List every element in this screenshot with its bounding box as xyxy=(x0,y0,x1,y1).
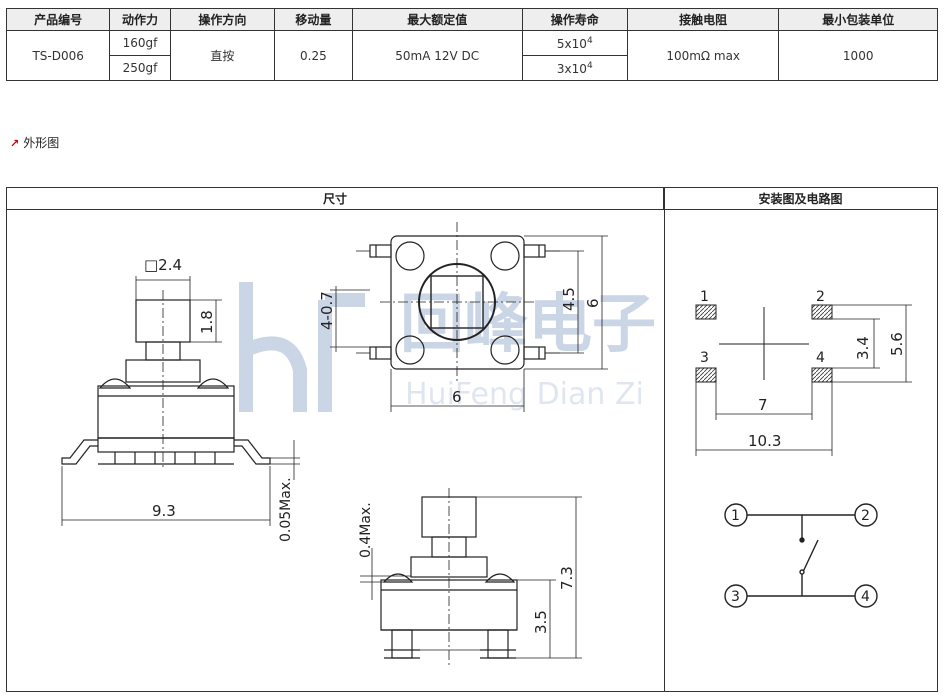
header-part-no: 产品编号 xyxy=(5,8,111,31)
pin-label-2: 2 xyxy=(816,289,825,305)
pin-label-4: 4 xyxy=(816,350,825,366)
dim-height-label: 1.8 xyxy=(198,310,216,334)
cell-travel: 0.25 xyxy=(274,30,353,81)
header-direction: 操作方向 xyxy=(169,8,276,31)
panel-divider xyxy=(664,188,665,691)
cell-part-no: TS-D006 xyxy=(5,30,111,81)
life-2-exp: 4 xyxy=(586,60,593,71)
cell-life-2: 3x104 xyxy=(521,55,628,81)
pin-label-3: 3 xyxy=(700,350,709,366)
dim-inner-h-label: 7 xyxy=(758,396,768,414)
dim-travel-label: 4-0.7 xyxy=(318,291,336,330)
dim-width-label: 9.3 xyxy=(152,502,176,520)
pad-4 xyxy=(811,367,833,383)
watermark-en: HuiFeng Dian Zi xyxy=(405,377,644,412)
spec-table: 产品编号 动作力 操作方向 移动量 最大额定值 操作寿命 接触电阻 最小包装单位… xyxy=(5,8,938,81)
dim-outer-label: 6 xyxy=(584,298,602,308)
cell-life-1: 5x104 xyxy=(521,30,628,56)
pad-1 xyxy=(695,304,717,320)
life-1-exp: 4 xyxy=(586,35,593,46)
cell-direction: 直按 xyxy=(169,30,276,81)
life-2-base: 3x10 xyxy=(556,61,587,76)
header-resistance: 接触电阻 xyxy=(626,8,780,31)
front-dim-max-label: 0.4Max. xyxy=(358,502,374,558)
cell-resistance: 100mΩ max xyxy=(626,30,780,81)
install-diagram xyxy=(695,304,912,456)
dim-inner-label: 4.5 xyxy=(560,287,578,311)
dim-bottom-label: 6 xyxy=(452,388,462,406)
watermark: 回峰电子 HuiFeng Dian Zi xyxy=(239,282,656,412)
pad-3 xyxy=(695,367,717,383)
install-header: 安装图及电路图 xyxy=(664,188,937,210)
watermark-cn: 回峰电子 xyxy=(400,288,656,362)
dim-outer-h-label: 10.3 xyxy=(748,432,781,450)
section-heading: ↗外形图 xyxy=(10,134,59,151)
dim-pitch-v-label: 3.4 xyxy=(854,336,872,360)
cell-force-2: 250gf xyxy=(109,55,171,81)
circuit-label-1: 1 xyxy=(731,508,740,524)
circuit-label-2: 2 xyxy=(861,508,870,524)
header-force: 动作力 xyxy=(109,8,171,31)
drawing-panel: 尺寸 安装图及电路图 xyxy=(6,187,938,692)
watermark-logo xyxy=(239,282,365,412)
dim-outer-v-label: 5.6 xyxy=(888,332,906,356)
arrow-icon: ↗ xyxy=(10,137,20,150)
dimensions-header: 尺寸 xyxy=(7,188,664,210)
circuit-label-3: 3 xyxy=(731,589,740,605)
switch-lever xyxy=(801,539,819,575)
cell-force-1: 160gf xyxy=(109,30,171,56)
spec-header-row: 产品编号 动作力 操作方向 移动量 最大额定值 操作寿命 接触电阻 最小包装单位 xyxy=(5,8,938,31)
pin-label-1: 1 xyxy=(700,289,709,305)
life-1-base: 5x10 xyxy=(556,36,587,51)
circuit-label-4: 4 xyxy=(861,589,870,605)
front-dim-body-label: 3.5 xyxy=(532,610,550,634)
front-view xyxy=(360,488,582,665)
dim-max-label: 0.05Max. xyxy=(278,477,294,542)
header-rating: 最大额定值 xyxy=(351,8,523,31)
cell-min-pack: 1000 xyxy=(778,30,938,81)
spec-row-1: TS-D006 160gf 直按 0.25 50mA 12V DC 5x104 … xyxy=(5,30,938,81)
circuit-diagram xyxy=(724,503,878,608)
dim-square-label: □2.4 xyxy=(144,256,182,274)
cell-rating: 50mA 12V DC xyxy=(351,30,523,81)
section-title: 外形图 xyxy=(23,136,60,150)
top-view xyxy=(330,222,608,412)
spec-row-2: 250gf 3x104 xyxy=(7,55,938,81)
front-dim-total-label: 7.3 xyxy=(558,566,576,590)
header-life: 操作寿命 xyxy=(521,8,628,31)
pad-2 xyxy=(811,304,833,320)
side-view: □2.4 xyxy=(61,256,300,526)
